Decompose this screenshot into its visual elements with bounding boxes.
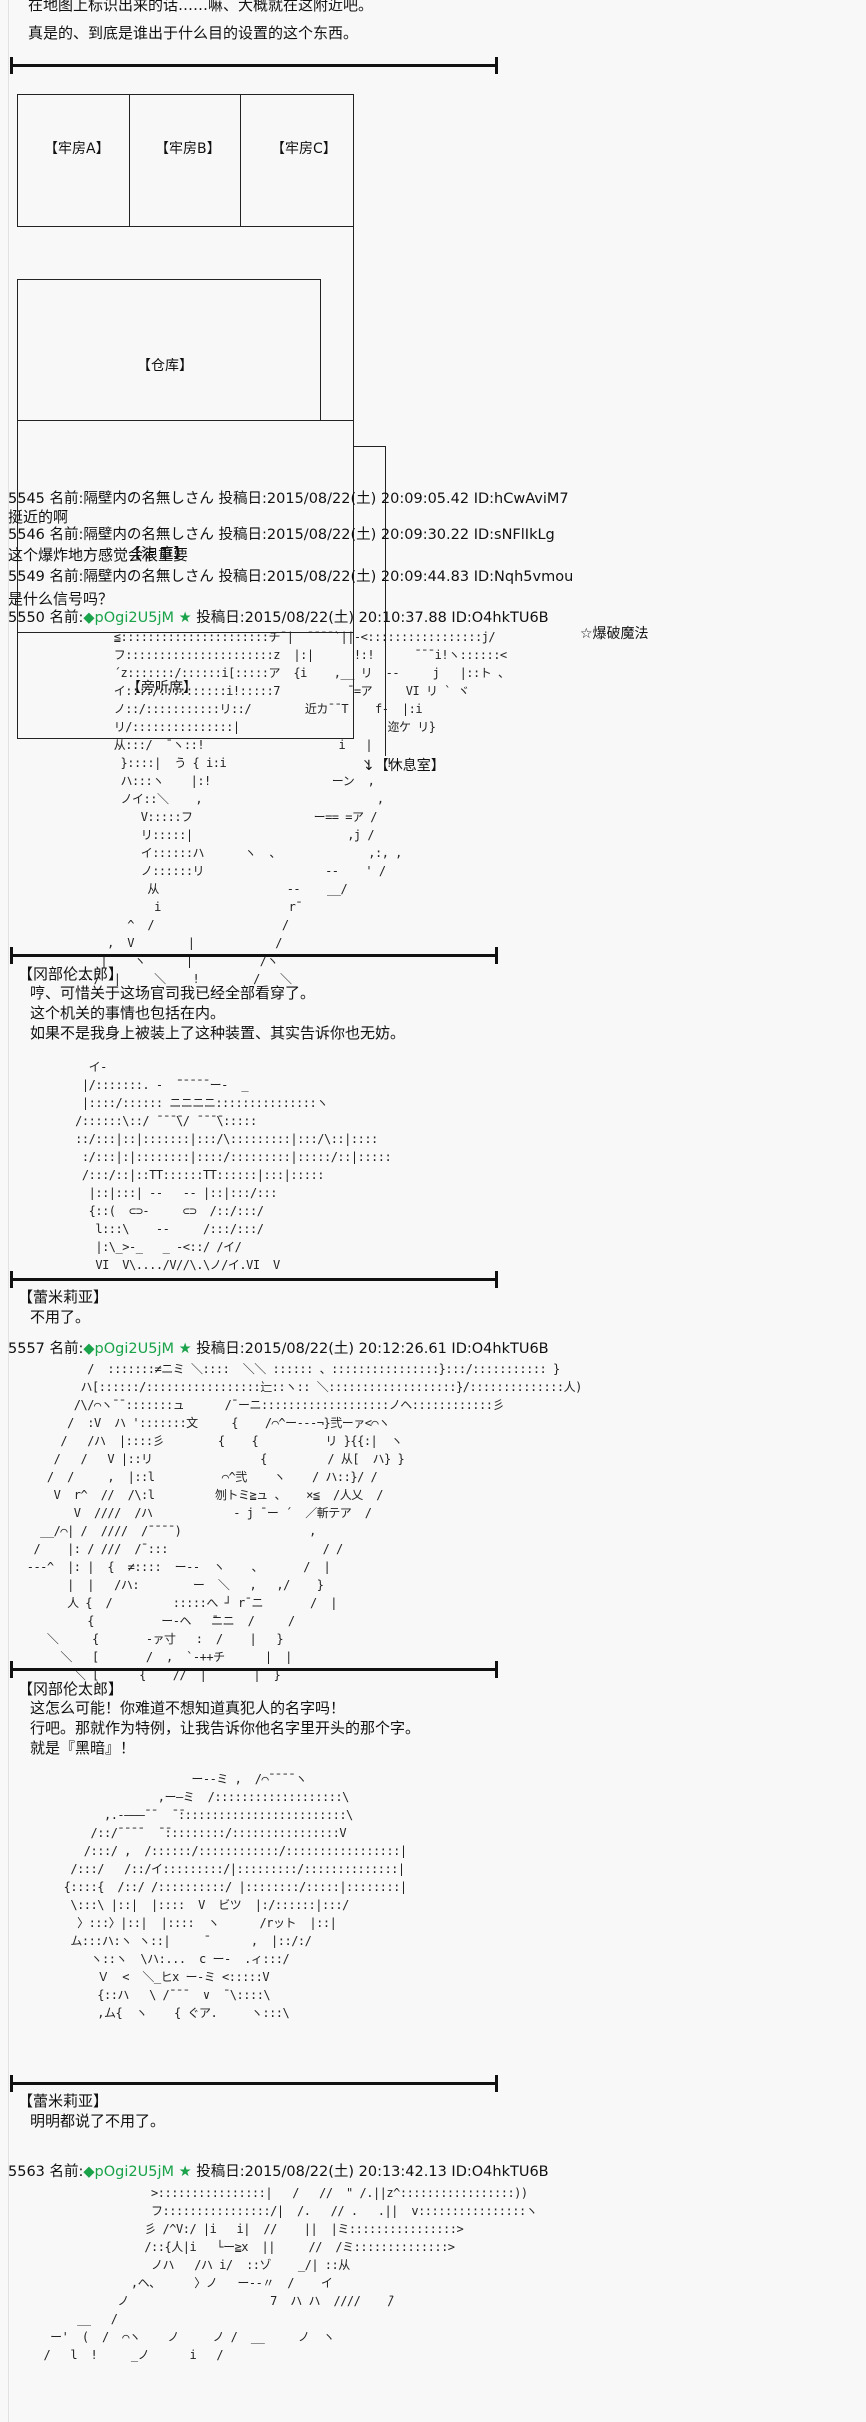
wall	[353, 226, 354, 446]
speaker-label: 【蕾米莉亚】	[18, 1288, 109, 1306]
court-box	[17, 420, 354, 739]
intro-line: 真是的、到底是谁出于什么目的设置的这个东西。	[28, 24, 359, 42]
warehouse-box	[17, 279, 321, 421]
dialogue-line: 这个机关的事情也包括在内。	[30, 1004, 226, 1022]
dialogue-line: 明明都说了不用了。	[30, 2112, 166, 2130]
room-court: 【法 庭】	[127, 546, 188, 562]
ascii-art-okabe-3: ー--ミ , /⌒¯¯¯¯ヽ ,ー―ミ /:::::::::::::::::::…	[63, 1772, 407, 2020]
post-header: 5545 名前:隔壁内の名無しさん 投稿日:2015/08/22(土) 20:0…	[8, 491, 569, 507]
tripcode: ◆pOgi2U5jM ★	[83, 1341, 192, 1357]
room-rest: ↓【休息室】	[363, 758, 445, 774]
post-body: 这个爆炸地方感觉会很重要	[8, 546, 189, 564]
wall	[129, 94, 130, 227]
post-header: 5550 名前:◆pOgi2U5jM ★ 投稿日:2015/08/22(土) 2…	[8, 610, 549, 626]
section-divider	[10, 1661, 498, 1678]
wall	[354, 446, 386, 447]
dialogue-line: 哼、可惜关于这场官司我已经全部看穿了。	[30, 984, 316, 1002]
speaker-label: 【蕾米莉亚】	[18, 2092, 109, 2110]
dialogue-line: 这怎么可能！你难道不想知道真犯人的名字吗！	[30, 1699, 346, 1717]
room-cell-c: 【牢房C】	[271, 141, 337, 157]
speaker-label: 【冈部伦太郎】	[18, 965, 124, 983]
post-header: 5557 名前:◆pOgi2U5jM ★ 投稿日:2015/08/22(土) 2…	[8, 1341, 549, 1357]
speaker-label: 【冈部伦太郎】	[18, 1680, 124, 1698]
section-divider	[10, 947, 498, 964]
ascii-art-okabe-2: / :::::::≠ニミ ＼:::: ＼＼ :::::: 、::::::::::…	[26, 1362, 583, 1682]
section-divider	[10, 57, 498, 74]
room-gallery: 【旁听席】	[127, 680, 197, 696]
post-body: 是什么信号吗？	[8, 590, 114, 608]
wall	[17, 632, 354, 633]
post-body: 挺近的啊	[8, 508, 69, 526]
tripcode: ◆pOgi2U5jM ★	[83, 2164, 192, 2180]
post-header: 5549 名前:隔壁内の名無しさん 投稿日:2015/08/22(土) 20:0…	[8, 569, 574, 585]
cell-row	[17, 94, 354, 227]
wall	[385, 446, 386, 756]
dialogue-line: 不用了。	[30, 1308, 91, 1326]
section-divider	[10, 1271, 498, 1288]
dialogue-line: 如果不是我身上被装上了这种装置、其实告诉你也无妨。	[30, 1024, 406, 1042]
post-header: 5563 名前:◆pOgi2U5jM ★ 投稿日:2015/08/22(土) 2…	[8, 2164, 549, 2180]
left-border	[8, 0, 9, 2422]
section-divider	[10, 2075, 498, 2092]
room-cell-a: 【牢房A】	[44, 141, 110, 157]
dialogue-line: 就是『黑暗』！	[30, 1739, 136, 1757]
dialogue-line: 行吧。那就作为特例，让我告诉你他名字里开头的那个字。	[30, 1719, 421, 1737]
room-warehouse: 【仓库】	[137, 358, 193, 374]
wall	[240, 94, 241, 227]
room-cell-b: 【牢房B】	[155, 141, 221, 157]
post-header: 5546 名前:隔壁内の名無しさん 投稿日:2015/08/22(土) 20:0…	[8, 527, 555, 543]
ascii-art-remilia-1: イ- |/:::::::. - ̄¯¯¯¯¯ー- _ |::::/:::::: …	[75, 1060, 392, 1272]
intro-line: 在地图上标识出来的话……嘛、大概就在这附近吧。	[28, 0, 374, 14]
tripcode: ◆pOgi2U5jM ★	[83, 610, 192, 626]
map-note: ☆爆破魔法	[580, 626, 649, 642]
ascii-art-remilia-2: >::::::::::::::::| / // " /.||z^::::::::…	[43, 2186, 538, 2362]
ascii-art-okabe-1: ≦::::::::::::::::::::::チ¯| ¯¯¯¯`||-<::::…	[80, 630, 510, 986]
